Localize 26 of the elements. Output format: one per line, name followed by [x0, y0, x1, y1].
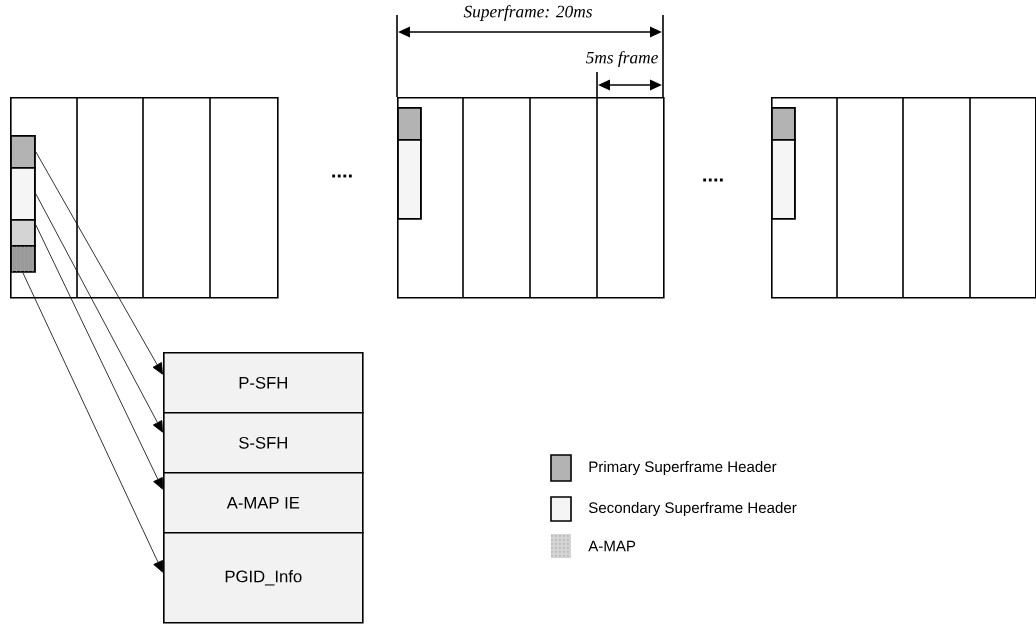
ellipsis: ....: [703, 178, 723, 182]
header-block: [10, 167, 36, 221]
header-block: [397, 139, 422, 220]
superframe-box: [397, 97, 665, 299]
ellipsis: ....: [332, 174, 352, 178]
superframe-box: [10, 97, 279, 299]
header-block: [771, 107, 796, 141]
field-box: A-MAP IE: [163, 472, 364, 534]
arrow: [35, 193, 163, 433]
header-block: [771, 139, 796, 220]
legend-label: Primary Superframe Header: [589, 460, 777, 475]
header-block: [397, 107, 422, 141]
header-block: [10, 135, 36, 169]
arrow: [35, 151, 163, 375]
arrow: [35, 224, 163, 490]
arrow: [22, 272, 163, 573]
legend-label: Secondary Superframe Header: [588, 501, 797, 516]
legend-label: A-MAP: [588, 540, 636, 552]
dimension-label: 5ms frame: [585, 51, 658, 67]
field-box: S-SFH: [163, 412, 364, 474]
header-block: [10, 245, 36, 273]
header-block: [10, 219, 36, 247]
field-box: P-SFH: [163, 352, 364, 414]
superframe-box: [771, 97, 1036, 299]
dimension-label: Superframe: 20ms: [463, 5, 592, 21]
field-box: PGID_Info: [163, 532, 364, 624]
